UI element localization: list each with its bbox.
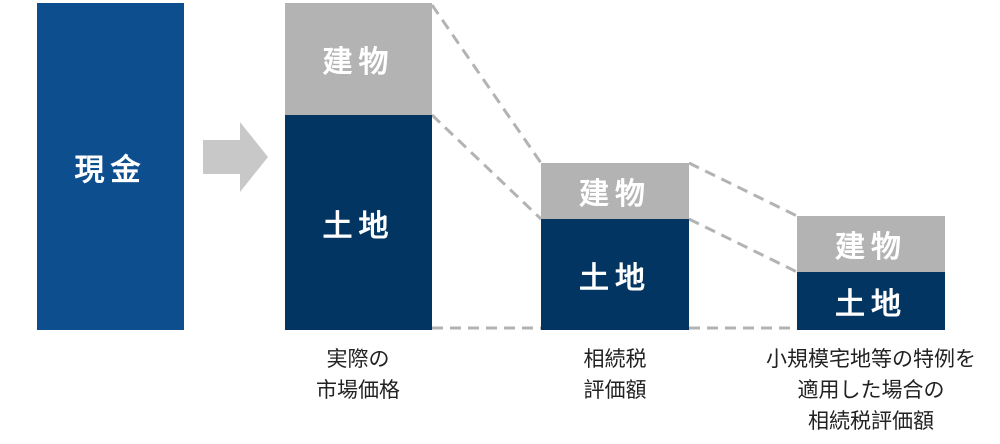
building-box-market: 建物	[285, 3, 432, 115]
building-box-tax: 建物	[541, 163, 689, 219]
caption-line: 相続税	[583, 347, 647, 371]
caption-line: 実際の	[326, 347, 390, 371]
caption-special-rule-valuation: 小規模宅地等の特例を 適用した場合の 相続税評価額	[748, 344, 994, 437]
caption-line: 評価額	[583, 378, 647, 402]
land-label: 土地	[579, 260, 651, 296]
building-label: 建物	[322, 45, 395, 80]
connector-top-2	[688, 161, 798, 218]
right-arrow-icon	[203, 122, 268, 192]
connector-mid-2	[688, 217, 798, 274]
building-label: 建物	[579, 177, 651, 212]
land-box-tax: 土地	[541, 219, 689, 330]
land-box-market: 土地	[285, 115, 432, 330]
land-label: 土地	[835, 287, 907, 322]
caption-line: 小規模宅地等の特例を	[766, 347, 976, 371]
caption-line: 相続税評価額	[808, 409, 934, 433]
connector-top-1	[430, 4, 543, 164]
caption-market-price: 実際の 市場価格	[258, 344, 458, 406]
cash-label: 現金	[74, 152, 147, 188]
caption-line: 市場価格	[316, 378, 400, 402]
building-label: 建物	[835, 230, 907, 265]
caption-tax-valuation: 相続税 評価額	[515, 344, 715, 406]
connector-mid-1	[430, 113, 543, 221]
caption-line: 適用した場合の	[797, 378, 945, 402]
land-label: 土地	[322, 208, 395, 244]
land-box-special: 土地	[797, 272, 945, 330]
building-box-special: 建物	[797, 216, 945, 272]
cash-box: 現金	[37, 3, 184, 330]
